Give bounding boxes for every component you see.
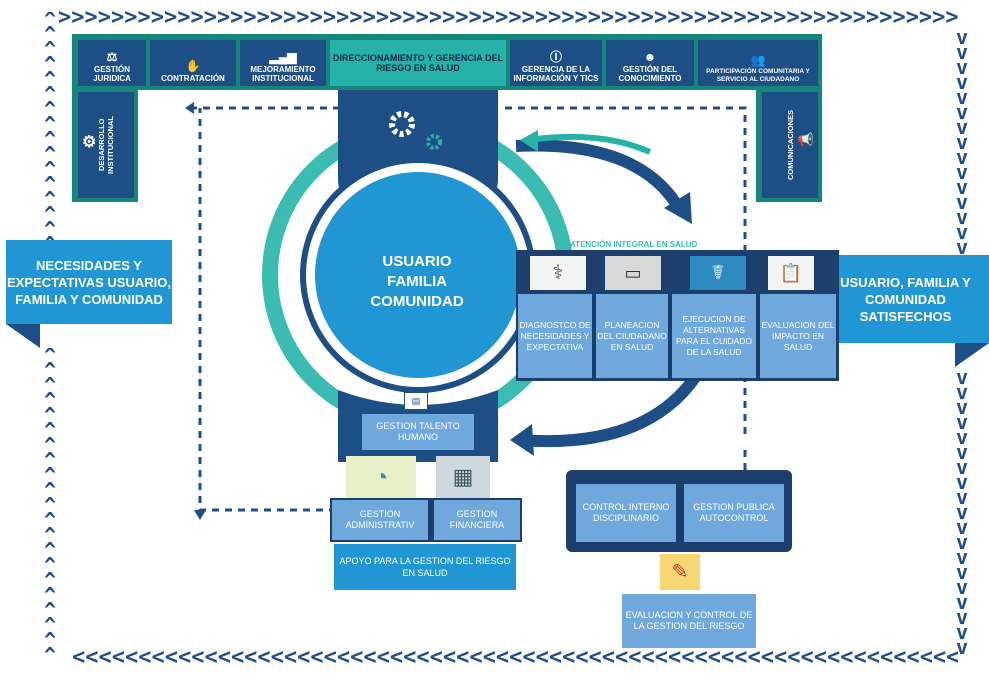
- chart-icon: ◔: [346, 456, 416, 500]
- bottom-curved-arrow-head: [510, 424, 534, 456]
- right-banner: USUARIO, FAMILIA Y COMUNIDAD SATISFECHOS: [822, 255, 989, 343]
- gestion-financiera-box: GESTION FINANCIERA: [434, 500, 520, 540]
- people-icon: 👥: [750, 53, 766, 67]
- bar-chart-icon: ▂▄▆: [269, 50, 297, 64]
- mejoramiento-cell: ▂▄▆ MEJORAMIENTO INSTITUCIONAL: [240, 40, 326, 86]
- gestion-talento-box: GESTION TALENTO HUMANO: [362, 414, 474, 450]
- gestion-administrativa-label: GESTION ADMINISTRATIV: [345, 509, 415, 530]
- gestion-juridica-cell: ⚖ GESTIÓN JURIDICA: [78, 40, 146, 86]
- step-planeacion: PLANEACION DEL CIUDADANO EN SALUD: [596, 294, 668, 378]
- apoyo-label: APOYO PARA LA GESTION DEL RIESGO EN SALU…: [339, 556, 511, 578]
- step-ejecucion: EJECUCION DE ALTERNATIVAS PARA EL CUIDAD…: [672, 294, 756, 378]
- handshake-icon: ✋: [185, 59, 201, 73]
- megaphone-icon: 📢: [797, 132, 814, 147]
- right-arrow-border-bottom: vvvvvvvvvvvvvvvvvvv: [955, 370, 969, 659]
- left-banner-fold: [6, 324, 40, 348]
- document-icon: ▤: [404, 392, 428, 410]
- tablet-icon: ▭: [605, 256, 661, 290]
- clipboard-icon: 📋: [768, 256, 814, 290]
- mejoramiento-label: MEJORAMIENTO INSTITUCIONAL: [250, 65, 316, 83]
- right-banner-fold: [955, 343, 989, 367]
- control-interno-box: CONTROL INTERNO DISCIPLINARIO: [576, 484, 676, 542]
- direccionamiento-cell: DIRECCIONAMIENTO Y GERENCIA DEL RIESGO E…: [330, 40, 506, 86]
- right-arrow-border-top: vvvvvvvvvvvvvvv: [955, 30, 969, 255]
- gestion-publica-label: GESTION PUBLICA AUTOCONTROL: [693, 502, 775, 523]
- dashed-process-loop: [190, 106, 747, 512]
- apoyo-box: APOYO PARA LA GESTION DEL RIESGO EN SALU…: [334, 544, 516, 590]
- bottom-arrow-border: <<<<<<<<<<<<<<<<<<<<<<<<<<<<<<<<<<<<<<<<…: [72, 646, 958, 670]
- inner-circle: [315, 172, 521, 378]
- gestion-administrativa-box: GESTION ADMINISTRATIV: [332, 500, 428, 540]
- contratacion-cell: ✋ CONTRATACIÓN: [150, 40, 236, 86]
- top-back-arrow-head: [520, 130, 538, 152]
- participacion-label: PARTICIPACIÓN COMUNITARIA Y SERVICIO AL …: [706, 68, 810, 83]
- center-circle-label: USUARIO FAMILIA COMUNIDAD: [370, 253, 464, 310]
- center-graphic: [185, 90, 747, 520]
- calculator-icon: ▦: [436, 456, 490, 498]
- gerencia-informacion-label: GERENCIA DE LA INFORMACIÓN Y TICS: [513, 65, 599, 83]
- gestion-juridica-label: GESTIÓN JURIDICA: [93, 65, 131, 83]
- top-arrow-border: >>>>>>>>>>>>>>>>>>>>>>>>>>>>>>>>>>>>>>>>…: [58, 6, 958, 30]
- head-icon: ☻: [643, 50, 657, 64]
- gear-large: [389, 111, 415, 137]
- info-icon: ⓘ: [549, 50, 562, 64]
- contratacion-label: CONTRATACIÓN: [161, 74, 225, 83]
- top-curved-arrow: [515, 139, 686, 214]
- right-banner-label: USUARIO, FAMILIA Y COMUNIDAD SATISFECHOS: [840, 274, 971, 324]
- gavel-icon: ⚖: [106, 50, 118, 64]
- left-arrow-border-top: ^^^^^^^^^^^^^^^^: [43, 12, 57, 240]
- left-arrow-border-bottom: ^^^^^^^^^^^^^^^^^^^^^: [43, 348, 57, 656]
- comunicaciones-cell: COMUNICACIONES 📢: [762, 92, 818, 198]
- gestion-publica-box: GESTION PUBLICA AUTOCONTROL: [684, 484, 784, 542]
- gestion-conocimiento-cell: ☻ GESTIÓN DEL CONOCIMIENTO: [606, 40, 694, 86]
- left-banner: NECESIDADES Y EXPECTATIVAS USUARIO, FAMI…: [6, 240, 172, 324]
- desarrollo-institucional-label: DESARROLLO INSTITUCIONAL: [97, 116, 115, 174]
- evaluacion-control-label: EVALUACION Y CONTROL DE LA GESTION DEL R…: [625, 610, 753, 631]
- stethoscope-icon: ⚕: [530, 256, 586, 290]
- top-back-arrow: [527, 133, 652, 155]
- gestion-financiera-label: GESTION FINANCIERA: [449, 509, 505, 530]
- top-curved-arrow-head: [664, 192, 692, 224]
- gear-icon: ⚙: [82, 134, 97, 151]
- atencion-title: ATENCIÓN INTEGRAL EN SALUD: [570, 240, 698, 249]
- evaluacion-control-box: EVALUACION Y CONTROL DE LA GESTION DEL R…: [622, 594, 756, 648]
- left-banner-label: NECESIDADES Y EXPECTATIVAS USUARIO, FAMI…: [7, 257, 171, 307]
- bottom-curved-arrow: [519, 366, 706, 448]
- gerencia-informacion-cell: ⓘ GERENCIA DE LA INFORMACIÓN Y TICS: [510, 40, 602, 86]
- caduceus-icon: ☤: [690, 256, 746, 290]
- step-planeacion-label: PLANEACION DEL CIUDADANO EN SALUD: [597, 319, 667, 352]
- step-diagnostico: DIAGNOSTCO DE NECESIDADES Y EXPECTATIVA: [518, 294, 592, 378]
- step-evaluacion: EVALUACION DEL IMPACTO EN SALUD: [760, 294, 836, 378]
- participacion-cell: 👥 PARTICIPACIÓN COMUNITARIA Y SERVICIO A…: [698, 40, 818, 86]
- step-evaluacion-label: EVALUACION DEL IMPACTO EN SALUD: [761, 319, 835, 352]
- comunicaciones-label: COMUNICACIONES: [785, 110, 795, 181]
- step-diagnostico-label: DIAGNOSTCO DE NECESIDADES Y EXPECTATIVA: [519, 319, 591, 352]
- gestion-conocimiento-label: GESTIÓN DEL CONOCIMIENTO: [618, 65, 682, 83]
- gear-small: [426, 134, 442, 150]
- direccionamiento-label: DIRECCIONAMIENTO Y GERENCIA DEL RIESGO E…: [332, 53, 504, 73]
- gestion-talento-label: GESTION TALENTO HUMANO: [376, 421, 460, 442]
- desarrollo-institucional-cell: DESARROLLO INSTITUCIONAL ⚙: [78, 92, 134, 198]
- step-ejecucion-label: EJECUCION DE ALTERNATIVAS PARA EL CUIDAD…: [675, 314, 753, 357]
- control-interno-label: CONTROL INTERNO DISCIPLINARIO: [582, 502, 670, 523]
- evaluation-icon: ✎: [660, 554, 700, 590]
